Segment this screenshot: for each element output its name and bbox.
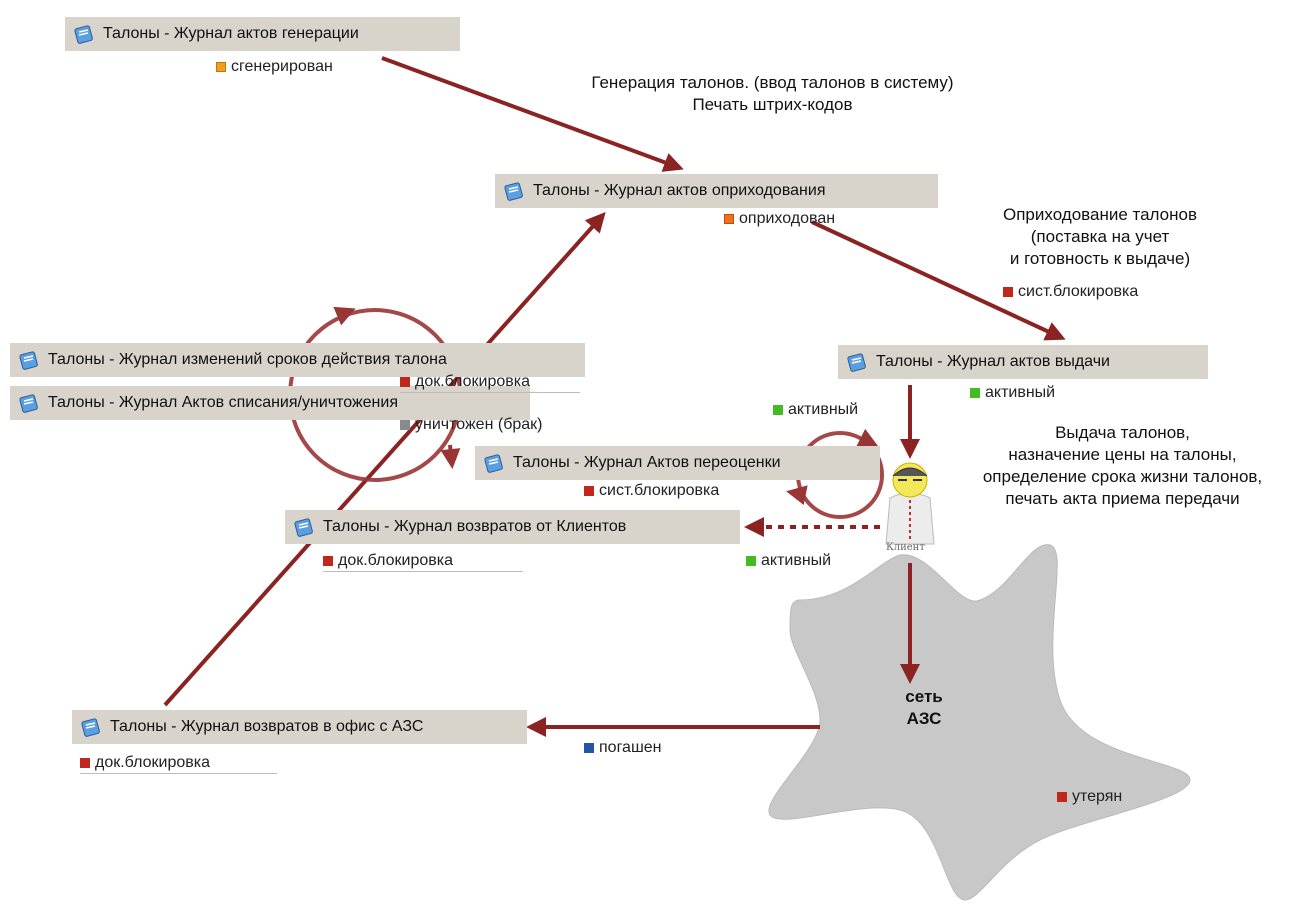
caption-generation: Генерация талонов. (ввод талонов в систе… xyxy=(591,73,954,114)
status-doc-block-client: док.блокировка xyxy=(323,552,523,572)
status-received: оприходован xyxy=(724,210,835,228)
status-active-issue: активный xyxy=(970,384,1055,402)
station-network-label: сеть АЗС xyxy=(905,687,943,728)
journal-book-icon xyxy=(484,454,503,473)
caption-issue: Выдача талонов, назначение цены на талон… xyxy=(982,423,1263,508)
node-label: Талоны - Журнал возвратов в офис с АЗС xyxy=(110,718,424,735)
status-square-icon xyxy=(1057,792,1067,802)
client-label: Клиент xyxy=(886,542,925,553)
journal-book-icon xyxy=(19,394,38,413)
journal-book-icon xyxy=(74,25,93,44)
journal-book-icon xyxy=(19,351,38,370)
node-label: Талоны - Журнал актов генерации xyxy=(103,25,359,42)
node-label: Талоны - Журнал Актов списания/уничтожен… xyxy=(48,394,398,411)
status-doc-block-validity: док.блокировка xyxy=(400,373,580,393)
journal-book-icon xyxy=(294,518,313,537)
status-square-icon xyxy=(80,758,90,768)
node-label: Талоны - Журнал изменений сроков действи… xyxy=(48,351,447,368)
node-issue-journal[interactable]: Талоны - Журнал актов выдачи xyxy=(838,345,1208,379)
status-sys-block-1: сист.блокировка xyxy=(1003,283,1138,301)
status-square-icon xyxy=(216,62,226,72)
status-square-icon xyxy=(1003,287,1013,297)
node-label: Талоны - Журнал возвратов от Клиентов xyxy=(323,518,627,535)
status-lost: утерян xyxy=(1057,788,1122,806)
node-revaluation-journal[interactable]: Талоны - Журнал Актов переоценки xyxy=(475,446,880,480)
status-sys-block-reval: сист.блокировка xyxy=(584,482,719,500)
status-square-icon xyxy=(584,486,594,496)
node-writeoff-journal[interactable]: Талоны - Журнал Актов списания/уничтожен… xyxy=(10,386,530,420)
node-label: Талоны - Журнал актов оприходования xyxy=(533,182,826,199)
status-square-icon xyxy=(400,377,410,387)
status-square-icon xyxy=(323,556,333,566)
station-network-shape xyxy=(768,544,1191,901)
status-square-icon xyxy=(970,388,980,398)
node-validity-journal[interactable]: Талоны - Журнал изменений сроков действи… xyxy=(10,343,585,377)
status-square-icon xyxy=(400,420,410,430)
status-generated: сгенерирован xyxy=(216,58,333,76)
journal-book-icon xyxy=(504,182,523,201)
status-doc-block-office: док.блокировка xyxy=(80,754,277,774)
status-square-icon xyxy=(724,214,734,224)
status-redeemed: погашен xyxy=(584,739,662,757)
status-destroyed: уничтожен (брак) xyxy=(400,416,542,434)
status-square-icon xyxy=(584,743,594,753)
journal-book-icon xyxy=(81,718,100,737)
node-receipt-journal[interactable]: Талоны - Журнал актов оприходования xyxy=(495,174,938,208)
status-active-client: активный xyxy=(746,552,831,570)
node-generation-journal[interactable]: Талоны - Журнал актов генерации xyxy=(65,17,460,51)
client-person-icon[interactable] xyxy=(880,458,940,550)
status-square-icon xyxy=(773,405,783,415)
node-office-returns-journal[interactable]: Талоны - Журнал возвратов в офис с АЗС xyxy=(72,710,527,744)
node-label: Талоны - Журнал актов выдачи xyxy=(876,353,1110,370)
node-client-returns-journal[interactable]: Талоны - Журнал возвратов от Клиентов xyxy=(285,510,740,544)
status-square-icon xyxy=(746,556,756,566)
caption-receipt: Оприходование талонов (поставка на учет … xyxy=(1003,205,1197,268)
journal-book-icon xyxy=(847,353,866,372)
status-active-loop: активный xyxy=(773,401,858,419)
node-label: Талоны - Журнал Актов переоценки xyxy=(513,454,781,471)
